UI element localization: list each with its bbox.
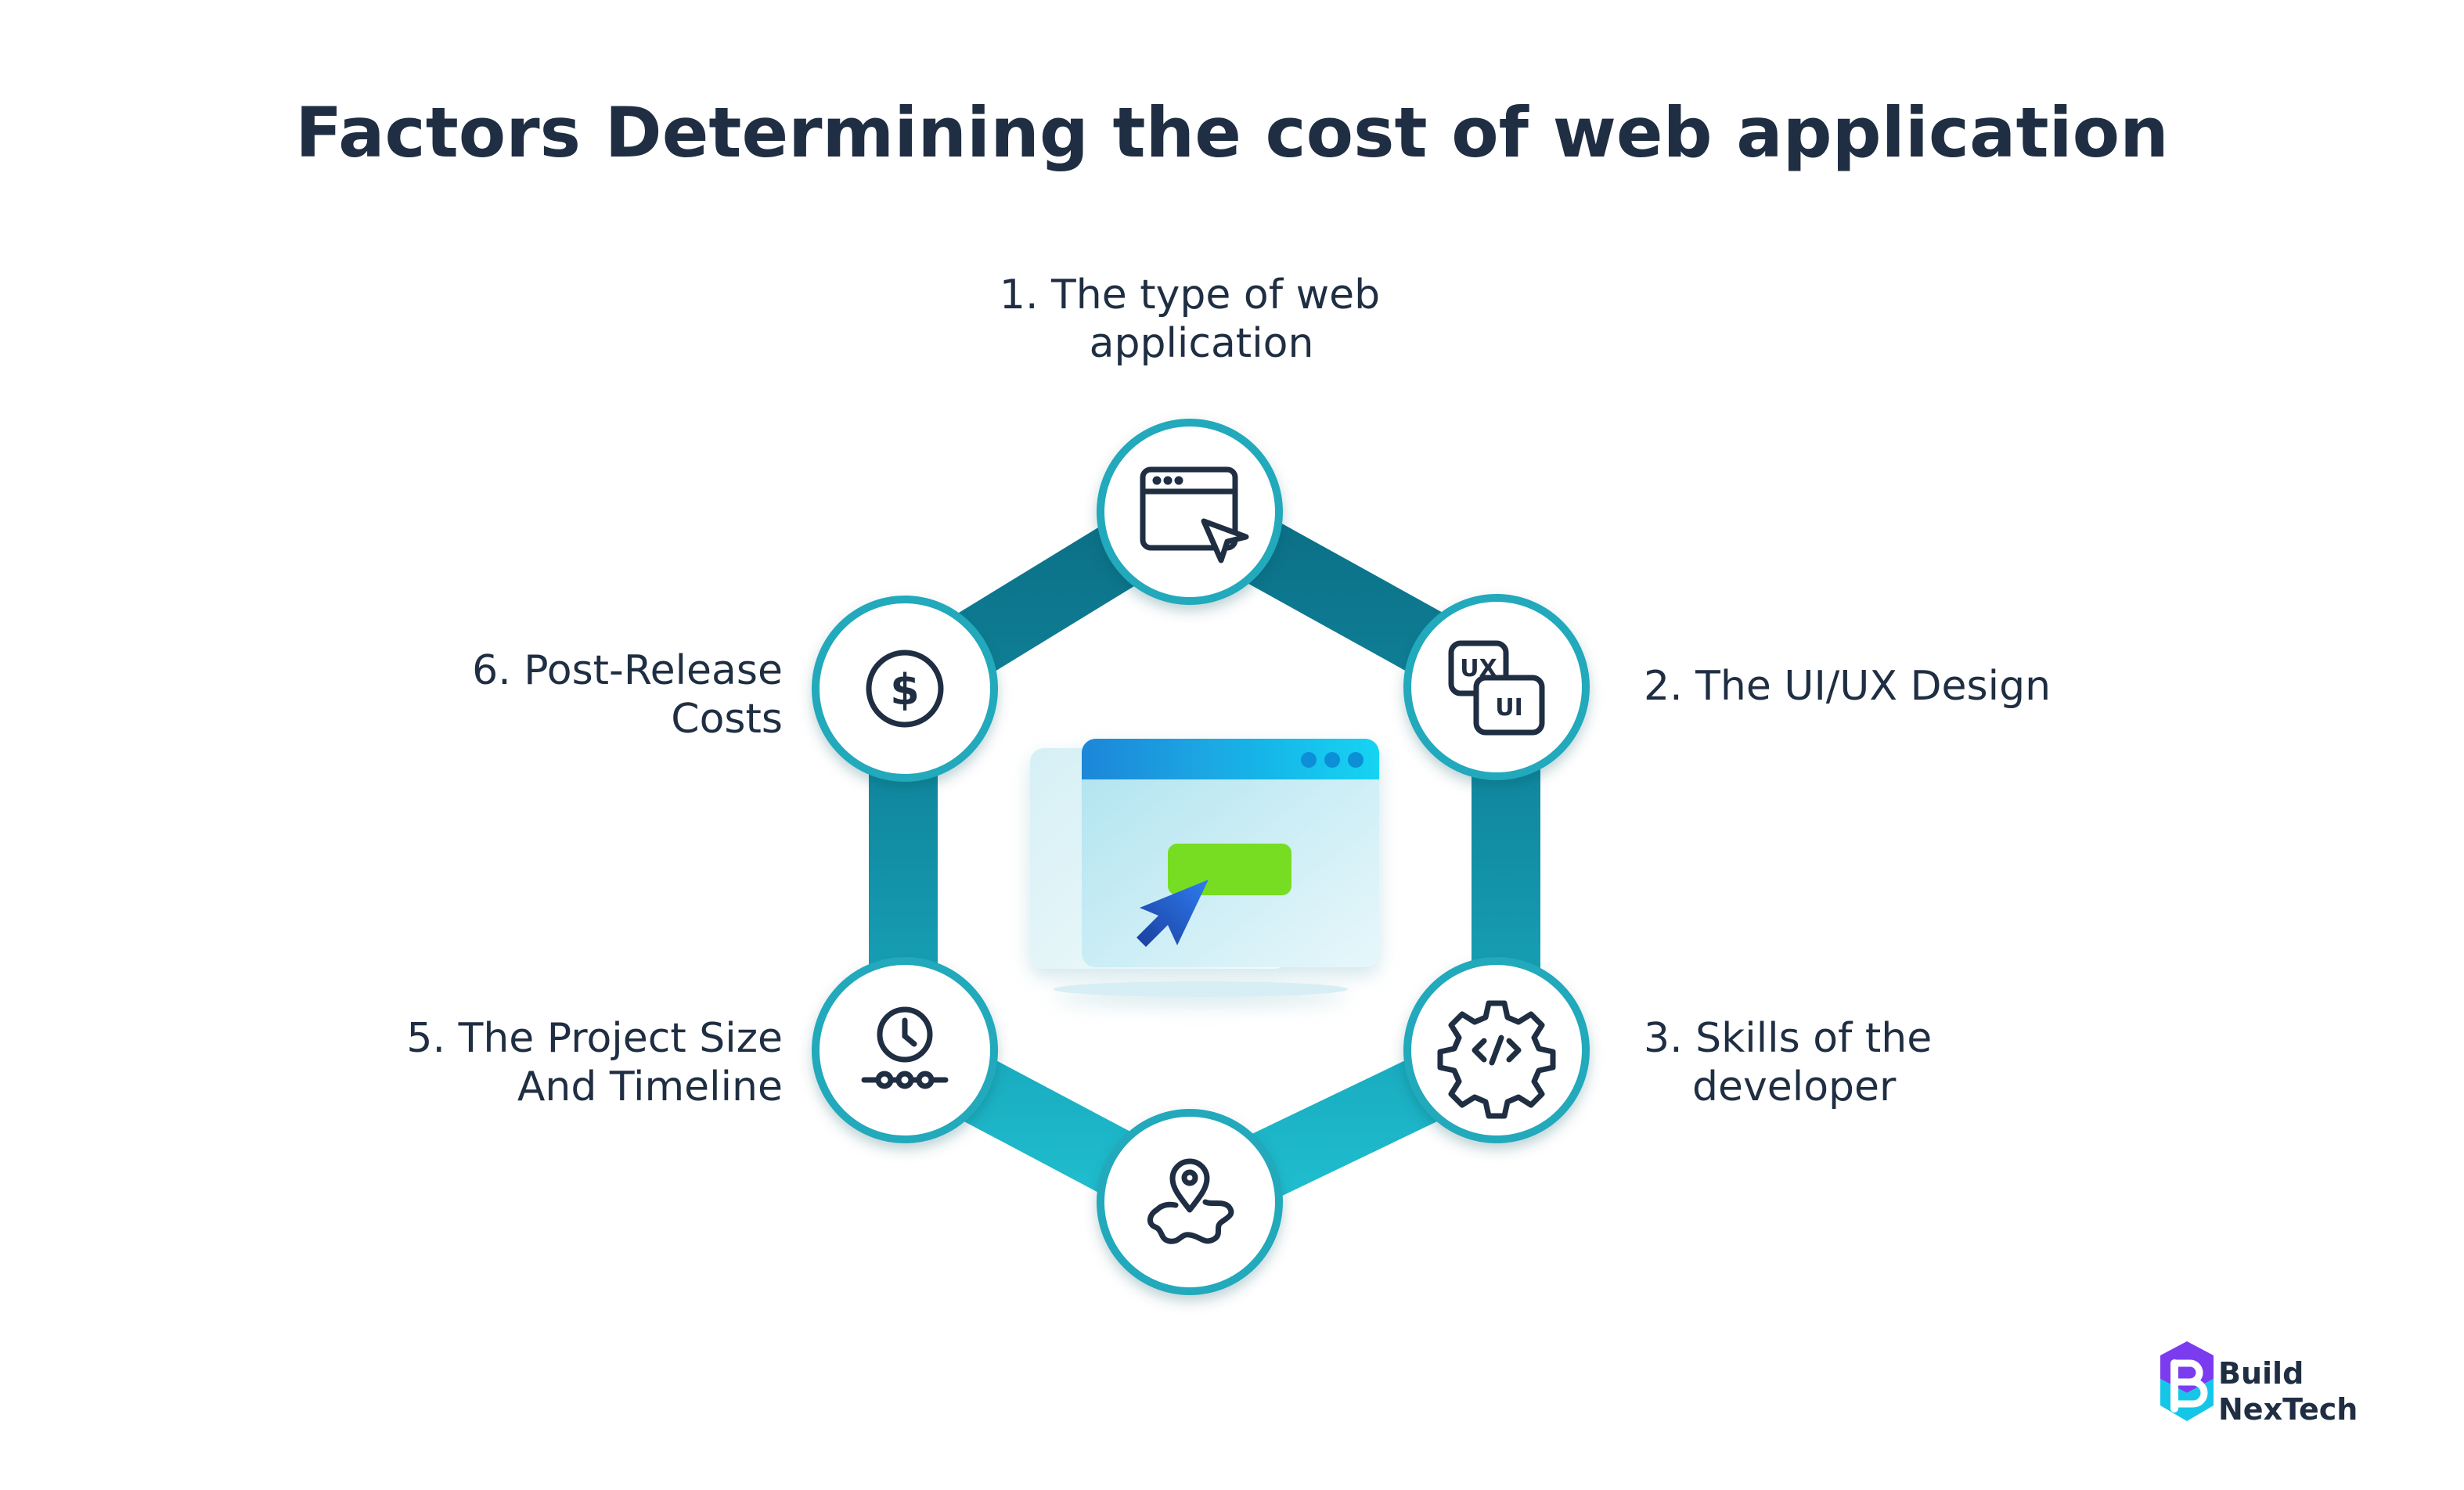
factor-label-3: 3. Skills of the developer <box>1644 1014 1932 1111</box>
browser-window-cursor-icon <box>1030 739 1379 997</box>
brand-name: Build NexTech <box>2218 1355 2358 1427</box>
factor-node-5 <box>812 957 998 1143</box>
factor-label-6-line-2: Costs <box>671 696 783 743</box>
svg-text:$: $ <box>890 665 920 714</box>
factor-label-3-line-1: 3. Skills of the <box>1644 1015 1933 1062</box>
factor-label-1: 1. The type of web application <box>986 271 1393 368</box>
factor-label-5-line-2: And Timeline <box>517 1064 783 1110</box>
factor-label-1-line-1: 1. The type of web <box>999 272 1381 319</box>
factor-label-5: 5. The Project Size And Timeline <box>360 1014 783 1111</box>
brand-name-line-2: NexTech <box>2218 1392 2358 1427</box>
factor-node-6 <box>812 596 998 782</box>
factor-label-2: 2. The UI/UX Design <box>1644 662 2051 711</box>
brand-logo: Build NexTech <box>2151 1348 2386 1441</box>
map-pin-icon <box>1147 1158 1234 1244</box>
page-title: Factors Determining the cost of web appl… <box>295 92 2169 173</box>
factor-label-1-line-2: application <box>1089 320 1314 367</box>
brand-name-line-1: Build <box>2218 1356 2304 1391</box>
factor-label-5-line-1: 5. The Project Size <box>406 1015 783 1062</box>
factor-node-1 <box>1097 419 1283 605</box>
svg-text:UX: UX <box>1460 655 1497 682</box>
factor-label-2-line-1: 2. The UI/UX Design <box>1644 663 2052 710</box>
code-gear-icon <box>1437 1000 1556 1119</box>
b-logo-icon <box>2160 1341 2214 1421</box>
ui-ux-icon: UX UI <box>1448 640 1545 736</box>
factor-label-6: 6. Post-Release Costs <box>391 646 783 743</box>
factor-label-3-line-2: developer <box>1692 1064 1897 1110</box>
clock-timeline-icon <box>861 1006 949 1089</box>
factor-label-6-line-1: 6. Post-Release <box>472 647 783 694</box>
dollar-icon: $ <box>866 650 944 728</box>
svg-text:UI: UI <box>1495 694 1523 722</box>
browser-cursor-icon <box>1140 466 1249 563</box>
